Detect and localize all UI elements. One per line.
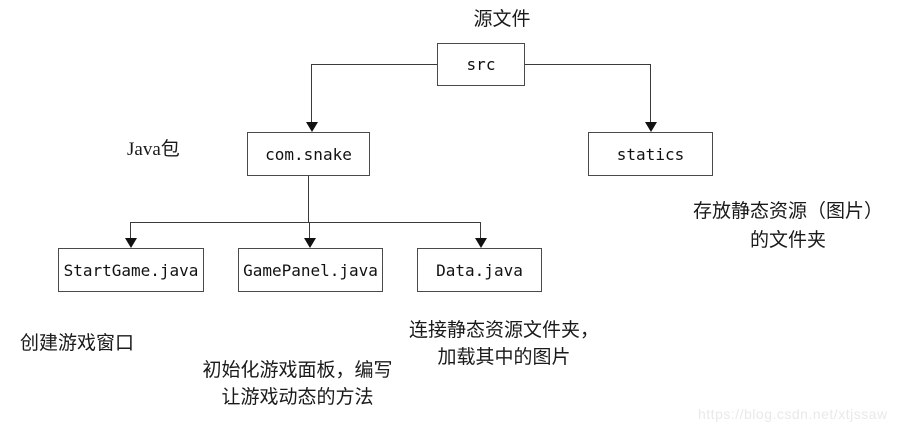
gamepanel-note-line2: 让游戏动态的方法: [221, 387, 374, 408]
edge-src-to-comsnake-horizontal: [311, 64, 437, 65]
edge-branch-horizontal: [130, 222, 481, 223]
arrowhead-into-statics: [645, 122, 657, 132]
node-gamepanel-java: GamePanel.java: [238, 248, 383, 292]
csdn-watermark: https://blog.csdn.net/xtjssaw: [698, 406, 888, 422]
edge-branch-to-gamepanel: [309, 222, 310, 240]
java-package-label: Java包: [127, 139, 180, 160]
edge-src-to-comsnake-vertical: [311, 64, 312, 124]
node-statics: statics: [588, 132, 713, 176]
statics-note: 存放静态资源（图片） 的文件夹: [652, 197, 918, 255]
startgame-note: 创建游戏窗口: [20, 333, 135, 354]
edge-branch-to-data: [480, 222, 481, 240]
data-note: 连接静态资源文件夹， 加载其中的图片: [398, 317, 610, 371]
gamepanel-note-line1: 初始化游戏面板，编写: [202, 360, 393, 381]
data-note-line2: 加载其中的图片: [437, 347, 571, 368]
edge-branch-to-startgame: [130, 222, 131, 240]
arrowhead-into-gamepanel: [304, 238, 316, 248]
node-com-snake: com.snake: [247, 132, 370, 176]
data-note-line1: 连接静态资源文件夹，: [408, 320, 599, 341]
arrowhead-into-data: [475, 238, 487, 248]
node-data-java: Data.java: [417, 248, 542, 292]
edge-comsnake-drop: [308, 176, 309, 223]
source-file-label: 源文件: [473, 9, 531, 30]
gamepanel-note: 初始化游戏面板，编写 让游戏动态的方法: [175, 357, 420, 411]
statics-note-line1: 存放静态资源（图片）: [692, 201, 883, 222]
node-src: src: [437, 43, 525, 86]
node-startgame-java: StartGame.java: [58, 248, 204, 292]
statics-note-line2: 的文件夹: [749, 230, 826, 251]
arrowhead-into-startgame: [125, 238, 137, 248]
edge-src-to-statics-vertical: [650, 64, 651, 124]
arrowhead-into-comsnake: [306, 122, 318, 132]
edge-src-to-statics-horizontal: [525, 64, 651, 65]
